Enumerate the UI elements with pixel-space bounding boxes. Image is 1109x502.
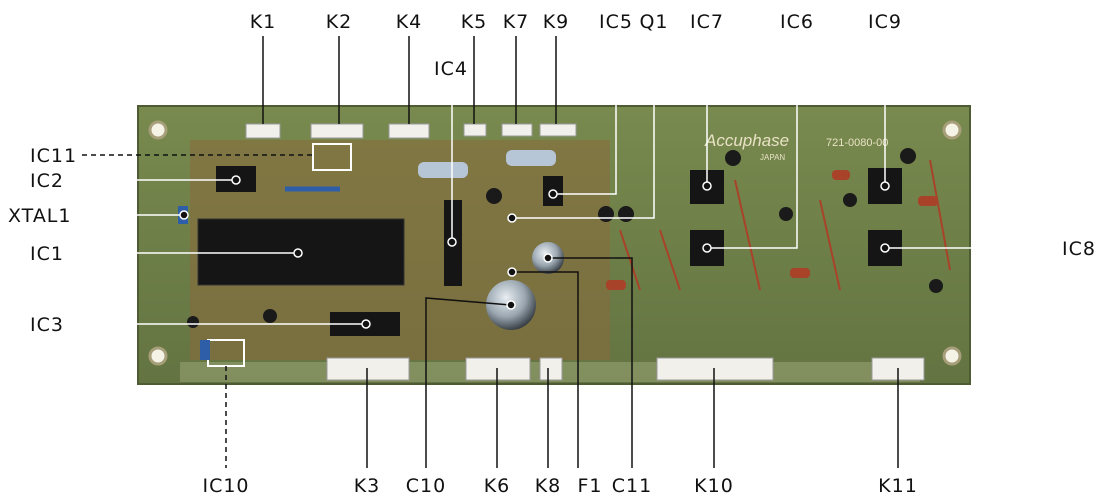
connector-k4 (388, 123, 430, 139)
mounting-hole (148, 346, 168, 366)
capacitor (598, 206, 614, 222)
leader-line-c11 (548, 257, 633, 468)
label-ic9: IC9 (868, 11, 902, 33)
capacitor-film (918, 196, 938, 206)
leader-dot-ic5 (548, 189, 558, 199)
label-c11: C11 (612, 475, 652, 497)
label-k9: K9 (543, 11, 570, 33)
leader-line-ic5 (553, 36, 617, 195)
label-k4: K4 (396, 11, 423, 33)
callout-labels: K1 K2 K4 K5 K7 K9 IC5 Q1 IC7 IC6 IC9 IC4… (8, 11, 1096, 497)
label-k8: K8 (535, 475, 562, 497)
label-k7: K7 (503, 11, 530, 33)
capacitor-film (606, 280, 626, 290)
label-ic8: IC8 (1062, 238, 1096, 260)
leader-dot-f1 (507, 267, 517, 277)
capacitor-film (832, 170, 850, 180)
label-ic3: IC3 (30, 314, 64, 336)
leader-dot-c11 (543, 253, 553, 263)
label-k11: K11 (878, 475, 918, 497)
label-ic1: IC1 (30, 243, 64, 265)
label-k6: K6 (484, 475, 511, 497)
capacitor (929, 279, 943, 293)
mounting-hole (942, 346, 962, 366)
capacitor-film (200, 340, 210, 360)
capacitor (618, 206, 634, 222)
label-k2: K2 (326, 11, 353, 33)
label-ic6: IC6 (780, 11, 814, 33)
capacitor (779, 207, 793, 221)
leader-dot-ic9 (880, 181, 890, 191)
leader-dot-ic1 (293, 248, 303, 258)
connector-k1 (245, 123, 281, 139)
label-f1: F1 (577, 475, 602, 497)
leader-line-ic6 (707, 36, 798, 249)
leader-line-c10 (425, 297, 512, 468)
capacitor (843, 193, 857, 207)
connector-k7 (501, 123, 533, 137)
pcb-trace (929, 159, 951, 271)
leader-line-q1 (512, 36, 655, 219)
connector-k5 (463, 123, 487, 137)
leader-dot-ic6 (702, 243, 712, 253)
label-ic7: IC7 (690, 11, 724, 33)
capacitor (725, 150, 741, 166)
capacitor (263, 309, 277, 323)
capacitor (187, 316, 199, 328)
connector-k3 (326, 357, 410, 381)
pcb-trace (659, 229, 681, 291)
leader-dot-ic4 (447, 237, 457, 247)
pcb-trace (619, 229, 641, 291)
leader-lines (82, 36, 1058, 468)
label-k10: K10 (694, 475, 734, 497)
resistor-large (418, 162, 468, 178)
leader-dot-ic3 (361, 319, 371, 329)
pcb-trace (819, 199, 841, 291)
pcb-trace (734, 179, 761, 291)
label-c10: C10 (406, 475, 446, 497)
label-q1: Q1 (639, 11, 668, 33)
capacitor-film (790, 268, 810, 278)
label-k3: K3 (354, 475, 381, 497)
leader-dot-ic2 (231, 175, 241, 185)
leader-dot-ic7 (702, 181, 712, 191)
connector-k10 (656, 357, 774, 381)
board-part-number-marking: 721-0080-00 (826, 137, 888, 149)
label-k5: K5 (461, 11, 488, 33)
connector-k9 (539, 123, 577, 137)
connector-k6 (465, 357, 531, 381)
leader-dot-ic8 (880, 243, 890, 253)
label-ic10: IC10 (202, 475, 249, 497)
label-xtal1: XTAL1 (8, 205, 71, 227)
label-ic4: IC4 (434, 58, 468, 80)
capacitor (486, 188, 502, 204)
board-country-marking: JAPAN (760, 153, 785, 162)
label-ic2: IC2 (30, 170, 64, 192)
connector-k2 (310, 123, 364, 139)
label-ic5: IC5 (599, 11, 633, 33)
chip-ic11-outline (312, 143, 352, 171)
label-k1: K1 (250, 11, 277, 33)
circuit-board: Accuphase JAPAN 721-0080-00 (137, 105, 971, 385)
connector-k8 (539, 357, 563, 381)
mounting-hole (148, 120, 168, 140)
capacitor (900, 148, 916, 164)
leader-line-f1 (512, 271, 579, 468)
label-ic11: IC11 (30, 145, 77, 167)
board-brand-marking: Accuphase (704, 131, 789, 150)
mounting-hole (942, 120, 962, 140)
resistor-large (506, 150, 556, 166)
leader-dot-xtal1 (179, 210, 189, 220)
leader-dot-c10 (506, 300, 516, 310)
leader-dot-q1 (507, 213, 517, 223)
